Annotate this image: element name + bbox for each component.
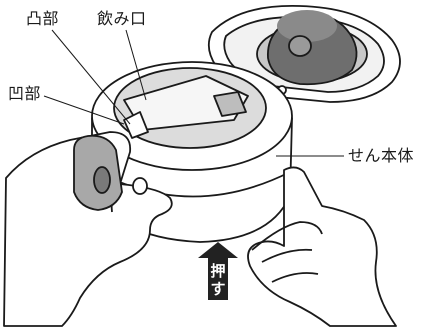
leader-lines: [43, 29, 344, 157]
press-arrow-label-1: 押: [210, 262, 225, 280]
callout-stopper-body: せん本体: [348, 146, 415, 165]
callout-convex: 凸部: [26, 9, 60, 28]
press-arrow: 押 す: [198, 242, 238, 300]
callout-concave: 凹部: [8, 84, 42, 103]
stopper-body: [91, 61, 293, 243]
press-arrow-label-2: す: [210, 280, 225, 298]
left-hand: [3, 131, 173, 327]
callout-drink-spout: 飲み口: [97, 9, 147, 28]
right-hand: [247, 166, 397, 327]
